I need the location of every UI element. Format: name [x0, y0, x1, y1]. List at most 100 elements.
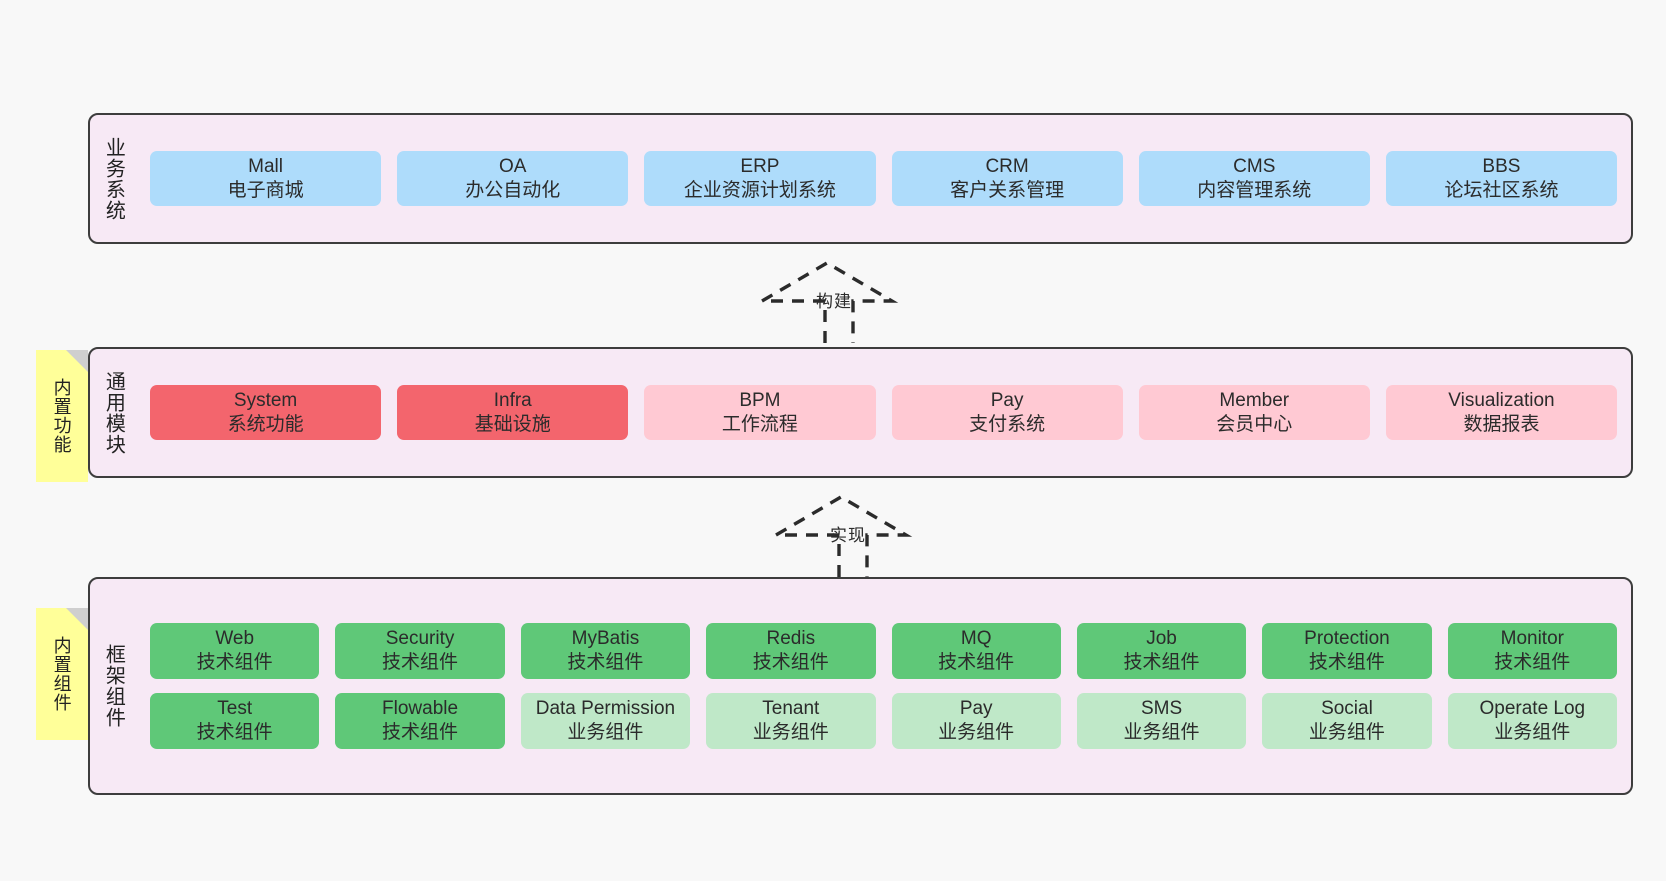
node-bpm[interactable]: BPM 工作流程 — [644, 384, 876, 441]
node-title: MyBatis — [571, 628, 640, 650]
node-subtitle: 支付系统 — [969, 413, 1046, 435]
node-subtitle: 数据报表 — [1463, 413, 1540, 435]
layer-row: Web 技术组件 Security 技术组件 MyBatis 技术组件 Redi… — [150, 623, 1617, 679]
node-subtitle: 基础设施 — [474, 413, 551, 435]
arrow-implement: 实现 — [772, 491, 922, 583]
node-sms[interactable]: SMS 业务组件 — [1076, 693, 1247, 749]
node-web[interactable]: Web 技术组件 — [150, 623, 320, 679]
node-subtitle: 技术组件 — [752, 652, 829, 674]
node-operate-log[interactable]: Operate Log 业务组件 — [1447, 693, 1617, 749]
node-title: Operate Log — [1479, 698, 1586, 719]
node-monitor[interactable]: Monitor 技术组件 — [1447, 623, 1617, 679]
note-label: 内置功能 — [51, 378, 72, 454]
node-subtitle: 业务组件 — [938, 721, 1015, 743]
layer-body-framework-component: Web 技术组件 Security 技术组件 MyBatis 技术组件 Redi… — [136, 579, 1631, 793]
node-subtitle: 会员中心 — [1216, 413, 1293, 435]
node-pay-biz[interactable]: Pay 业务组件 — [891, 693, 1061, 749]
node-title: Tenant — [762, 698, 820, 719]
node-subtitle: 系统功能 — [227, 413, 304, 435]
node-title: Web — [215, 628, 255, 650]
node-tenant[interactable]: Tenant 业务组件 — [706, 693, 876, 749]
node-subtitle: 技术组件 — [938, 652, 1015, 674]
node-subtitle: 客户关系管理 — [950, 179, 1065, 201]
node-subtitle: 技术组件 — [196, 721, 273, 743]
generalization-arrow-icon — [758, 261, 899, 343]
node-subtitle: 企业资源计划系统 — [683, 179, 836, 201]
node-subtitle: 业务组件 — [1494, 721, 1571, 743]
node-mq[interactable]: MQ 技术组件 — [891, 623, 1061, 679]
node-title: Redis — [766, 628, 816, 650]
node-subtitle: 电子商城 — [227, 179, 304, 201]
node-title: MQ — [960, 628, 992, 650]
note-builtin-components: 内置组件 — [36, 608, 88, 740]
node-title: Social — [1321, 698, 1373, 719]
arrow-implement-label: 实现 — [830, 526, 866, 545]
node-title: SMS — [1140, 698, 1183, 719]
node-system[interactable]: System 系统功能 — [150, 384, 382, 441]
node-subtitle: 技术组件 — [567, 652, 644, 674]
node-subtitle: 业务组件 — [752, 721, 829, 743]
node-job[interactable]: Job 技术组件 — [1076, 623, 1247, 679]
node-title: Job — [1146, 628, 1177, 650]
node-title: Pay — [990, 389, 1024, 411]
node-subtitle: 业务组件 — [1123, 721, 1200, 743]
node-subtitle: 办公自动化 — [465, 179, 561, 201]
generalization-arrow-icon — [772, 495, 913, 577]
node-infra[interactable]: Infra 基础设施 — [397, 384, 629, 441]
node-oa[interactable]: OA 办公自动化 — [397, 150, 629, 207]
node-mybatis[interactable]: MyBatis 技术组件 — [520, 623, 691, 679]
node-title: Data Permission — [535, 698, 676, 719]
layer-row: System 系统功能 Infra 基础设施 BPM 工作流程 Pay 支付系统… — [150, 384, 1618, 441]
node-subtitle: 技术组件 — [382, 721, 459, 743]
layer-row: Mall 电子商城 OA 办公自动化 ERP 企业资源计划系统 CRM 客户关系… — [150, 150, 1618, 207]
layer-row: Test 技术组件 Flowable 技术组件 Data Permission … — [150, 693, 1617, 749]
node-member[interactable]: Member 会员中心 — [1138, 384, 1370, 441]
note-fold-corner-icon — [66, 350, 88, 372]
node-mall[interactable]: Mall 电子商城 — [150, 150, 382, 207]
node-erp[interactable]: ERP 企业资源计划系统 — [644, 150, 876, 207]
node-subtitle: 内容管理系统 — [1197, 179, 1312, 201]
node-flowable[interactable]: Flowable 技术组件 — [335, 693, 505, 749]
node-data-permission[interactable]: Data Permission 业务组件 — [520, 693, 691, 749]
note-builtin-features: 内置功能 — [36, 350, 88, 482]
node-title: Security — [385, 628, 455, 650]
node-title: Test — [217, 698, 253, 719]
layer-body-business-system: Mall 电子商城 OA 办公自动化 ERP 企业资源计划系统 CRM 客户关系… — [136, 115, 1631, 242]
arrow-build-label: 构建 — [816, 292, 852, 311]
node-subtitle: 技术组件 — [1494, 652, 1571, 674]
node-title: BBS — [1482, 155, 1521, 177]
node-subtitle: 技术组件 — [196, 652, 273, 674]
node-title: Protection — [1304, 628, 1390, 650]
layer-common-module[interactable]: 通用模块 System 系统功能 Infra 基础设施 BPM 工作流程 Pay… — [88, 347, 1633, 478]
node-title: System — [233, 389, 298, 411]
layer-business-system[interactable]: 业务系统 Mall 电子商城 OA 办公自动化 ERP 企业资源计划系统 CRM… — [88, 113, 1633, 244]
layer-title-framework-component: 框架组件 — [102, 644, 125, 728]
node-test[interactable]: Test 技术组件 — [150, 693, 320, 749]
node-subtitle: 论坛社区系统 — [1444, 179, 1559, 201]
node-subtitle: 工作流程 — [721, 413, 798, 435]
node-crm[interactable]: CRM 客户关系管理 — [891, 150, 1123, 207]
node-visualization[interactable]: Visualization 数据报表 — [1385, 384, 1618, 441]
node-title: Flowable — [382, 698, 459, 719]
node-subtitle: 业务组件 — [1308, 721, 1385, 743]
layer-body-common-module: System 系统功能 Infra 基础设施 BPM 工作流程 Pay 支付系统… — [136, 349, 1631, 476]
node-social[interactable]: Social 业务组件 — [1262, 693, 1432, 749]
layer-framework-component[interactable]: 框架组件 Web 技术组件 Security 技术组件 MyBatis 技术组件… — [88, 577, 1633, 795]
node-subtitle: 技术组件 — [1123, 652, 1200, 674]
node-bbs[interactable]: BBS 论坛社区系统 — [1385, 150, 1618, 207]
node-title: OA — [499, 155, 527, 177]
node-protection[interactable]: Protection 技术组件 — [1262, 623, 1432, 679]
node-title: Visualization — [1448, 389, 1555, 411]
node-pay[interactable]: Pay 支付系统 — [891, 384, 1123, 441]
node-redis[interactable]: Redis 技术组件 — [706, 623, 876, 679]
node-subtitle: 技术组件 — [1308, 652, 1385, 674]
arrow-build: 构建 — [758, 257, 908, 349]
node-title: Member — [1219, 389, 1290, 411]
node-title: BPM — [739, 389, 781, 411]
node-cms[interactable]: CMS 内容管理系统 — [1138, 150, 1370, 207]
layer-title-common-module: 通用模块 — [102, 370, 125, 455]
node-subtitle: 技术组件 — [382, 652, 459, 674]
node-title: Monitor — [1500, 628, 1564, 650]
node-security[interactable]: Security 技术组件 — [335, 623, 505, 679]
